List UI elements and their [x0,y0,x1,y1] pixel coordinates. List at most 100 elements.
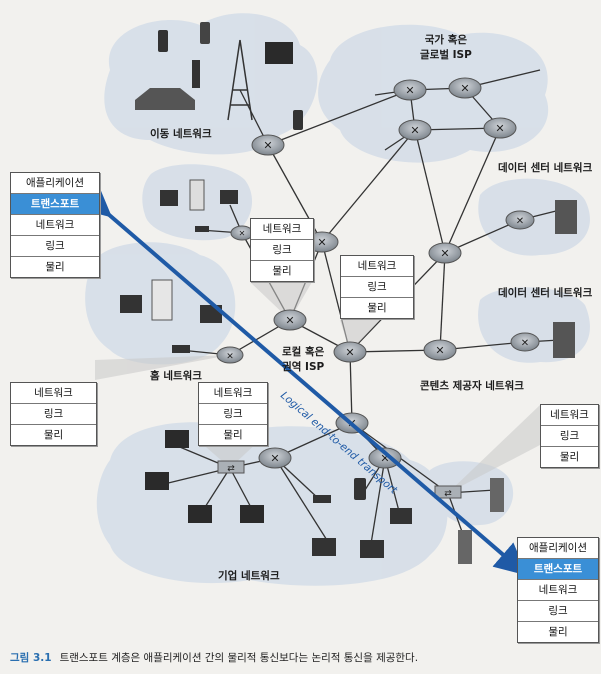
server-rack-icon [458,530,472,564]
desktop-icon [160,190,178,206]
label-local-isp: 로컬 혹은 권역 ISP [282,346,325,373]
svg-text:⇄: ⇄ [444,489,452,499]
server-rack-icon [553,322,575,358]
router-icon: ✕ [251,134,285,156]
cell-tower-icon [227,39,253,121]
layer-link: 링크 [251,240,313,261]
router-protocol-stack: 네트워크 링크 물리 [540,404,599,468]
router-protocol-stack: 네트워크 링크 물리 [340,255,414,319]
layer-network: 네트워크 [199,383,267,404]
fridge-icon [189,179,205,211]
phone-icon [200,22,210,44]
layer-link: 링크 [341,277,413,298]
layer-physical: 물리 [272,265,292,277]
label-datacenter-1: 데이터 센터 네트워크 [498,162,593,174]
enterprise-network-cloud [96,422,448,586]
svg-text:✕: ✕ [410,124,419,137]
svg-text:✕: ✕ [516,216,524,227]
svg-text:⇄: ⇄ [227,464,235,474]
fridge-icon [151,279,173,321]
layer-transport: 트랜스포트 [518,559,598,580]
server-rack-icon [555,200,577,234]
router-icon: ✕ [273,309,307,331]
router-icon: ✕ [258,447,292,469]
figure-caption-text: 트랜스포트 계층은 애플리케이션 간의 물리적 통신보다는 논리적 통신을 제공… [59,652,419,664]
layer-network: 네트워크 [11,383,96,404]
label-enterprise-network: 기업 네트워크 [218,570,280,582]
desktop-icon [188,505,212,523]
router-protocol-stack: 네트워크 링크 물리 [198,382,268,446]
left-host-protocol-stack: 애플리케이션 트랜스포트 네트워크 링크 물리 [10,172,100,278]
tablet-icon [265,42,293,64]
switch-icon: ⇄ [217,460,245,474]
figure-number: 그림 3.1 [10,652,52,664]
router-icon: ✕ [333,341,367,363]
layer-link: 링크 [541,426,598,447]
laptop-icon [312,538,336,556]
label-datacenter-2: 데이터 센터 네트워크 [498,287,593,299]
right-host-protocol-stack: 애플리케이션 트랜스포트 네트워크 링크 물리 [517,537,599,643]
router-icon: ✕ [505,210,535,230]
svg-text:✕: ✕ [263,139,272,152]
layer-application: 애플리케이션 [518,538,598,559]
svg-text:✕: ✕ [440,247,449,260]
traffic-light-icon [192,60,200,88]
laptop-icon [120,295,142,313]
server-rack-icon [490,478,504,512]
svg-text:✕: ✕ [239,229,246,238]
mobile-network-cloud [104,13,318,155]
router-box-icon [195,226,209,232]
desktop-icon [145,472,169,490]
layer-physical: 물리 [559,451,580,463]
layer-network: 네트워크 [251,219,313,240]
layer-link: 링크 [199,404,267,425]
svg-text:✕: ✕ [270,452,279,465]
layer-network: 네트워크 [341,256,413,277]
svg-text:✕: ✕ [521,338,529,349]
layer-link: 링크 [11,236,99,257]
svg-text:✕: ✕ [435,344,444,357]
figure-caption: 그림 3.1 트랜스포트 계층은 애플리케이션 간의 물리적 통신보다는 논리적 … [10,650,418,665]
layer-physical: 물리 [45,261,65,273]
label-content-provider: 콘텐츠 제공자 네트워크 [420,380,524,392]
layer-network: 네트워크 [518,580,598,601]
label-global-isp: 국가 혹은 글로벌 ISP [420,34,472,61]
router-icon: ✕ [216,346,244,364]
router-icon: ✕ [483,117,517,139]
layer-physical: 물리 [548,626,568,638]
modem-icon [172,345,190,353]
svg-text:✕: ✕ [495,122,504,135]
router-icon: ✕ [398,119,432,141]
laptop-icon [360,540,384,558]
svg-text:✕: ✕ [460,82,469,95]
layer-link: 링크 [518,601,598,622]
svg-text:✕: ✕ [285,314,294,327]
router-icon: ✕ [448,77,482,99]
label-mobile-network: 이동 네트워크 [150,128,212,140]
layer-network: 네트워크 [11,215,99,236]
logical-transport-arrow [77,184,528,576]
router-icon: ✕ [393,79,427,101]
desktop-icon [240,505,264,523]
svg-text:✕: ✕ [405,84,414,97]
laptop-icon [220,190,238,204]
laptop-icon [390,508,412,524]
svg-text:✕: ✕ [345,346,354,359]
phone-icon [158,30,168,52]
car-icon [135,88,195,110]
router-icon: ✕ [423,339,457,361]
svg-text:✕: ✕ [226,352,234,362]
label-home-network: 홈 네트워크 [150,370,202,382]
layer-physical: 물리 [223,429,243,441]
layer-link: 링크 [11,404,96,425]
layer-physical: 물리 [367,302,387,314]
phone-icon [354,478,366,500]
modem-icon [313,495,331,503]
layer-application: 애플리케이션 [11,173,99,194]
layer-transport: 트랜스포트 [11,194,99,215]
router-icon: ✕ [428,242,462,264]
desktop-icon [165,430,189,448]
phone-icon [293,110,303,130]
layer-physical: 물리 [43,429,64,441]
